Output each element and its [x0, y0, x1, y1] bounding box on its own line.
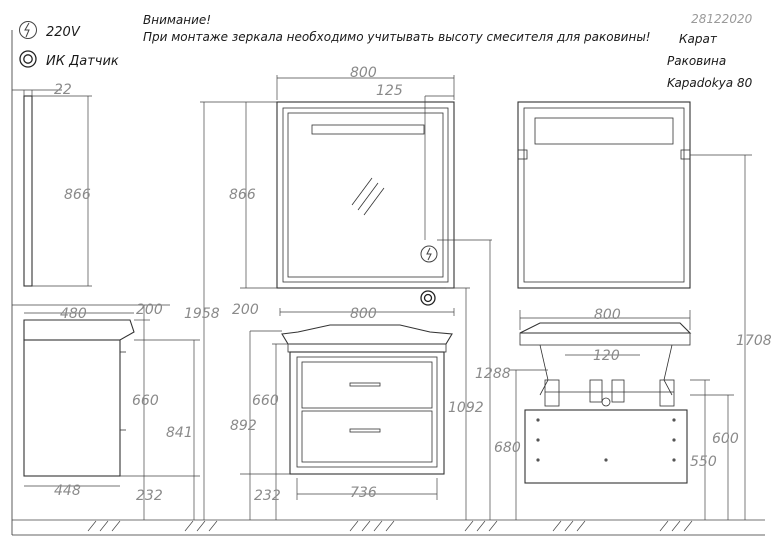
info-line-3: Kapadokya 80	[667, 76, 753, 90]
dim-cabinet-height-front: 660	[252, 393, 279, 409]
warning-note: Внимание! При монтаже зеркала необходимо…	[143, 12, 651, 46]
dim-pipe-height: 1288	[475, 366, 511, 382]
dim-pipe-spacing: 120	[593, 348, 620, 364]
ir-sensor-icon	[18, 49, 38, 73]
dim-sink-thickness-side: 200	[136, 302, 163, 318]
drawing-code: 28122020	[691, 12, 753, 26]
side-mirror	[12, 89, 92, 287]
dim-cabinet-depth-bottom: 448	[54, 483, 81, 499]
dim-socket-height: 1092	[448, 400, 484, 416]
warning-text: При монтаже зеркала необходимо учитывать…	[143, 30, 651, 44]
dim-mirror-depth: 22	[54, 82, 72, 98]
ir-sensor-symbol	[420, 290, 436, 306]
legend-sensor: ИК Датчик	[18, 49, 119, 73]
power-socket-icon	[18, 20, 38, 44]
dim-sink-thickness-front: 200	[232, 302, 259, 318]
floor-hatch	[87, 520, 693, 532]
front-cabinet	[240, 240, 491, 520]
info-block: 28122020 Карат Раковина Kapadokya 80	[667, 10, 752, 94]
dim-total-height-side: 841	[166, 425, 193, 441]
dim-mirror-height-side: 866	[64, 187, 91, 203]
dim-total-height-front: 892	[230, 418, 257, 434]
back-cabinet	[510, 310, 734, 520]
dim-floor-gap-front: 232	[254, 488, 281, 504]
warning-heading: Внимание!	[143, 13, 212, 27]
power-socket-symbol	[420, 239, 492, 263]
dim-back-height-680: 680	[494, 440, 521, 456]
front-mirror	[240, 75, 455, 289]
dim-sink-width-back: 800	[594, 307, 621, 323]
dim-sink-depth: 480	[60, 306, 87, 322]
dim-sink-width-front: 800	[350, 306, 377, 322]
dim-mirror-height-front: 866	[229, 187, 256, 203]
power-label: 220V	[46, 24, 80, 40]
dim-back-height-1708: 1708	[736, 333, 772, 349]
info-line-1: Карат	[679, 32, 717, 46]
dim-mirror-offset: 125	[376, 83, 403, 99]
dim-cabinet-width-front: 736	[350, 485, 377, 501]
dim-cabinet-height-side: 660	[132, 393, 159, 409]
legend-power: 220V	[18, 20, 80, 44]
dim-overall-height: 1958	[184, 306, 220, 322]
dim-floor-gap-side: 232	[136, 488, 163, 504]
info-line-2: Раковина	[667, 54, 727, 68]
back-mirror	[517, 101, 752, 520]
sensor-label: ИК Датчик	[46, 53, 119, 69]
dim-back-height-600: 600	[712, 431, 739, 447]
dim-mirror-width: 800	[350, 65, 377, 81]
side-cabinet	[12, 304, 200, 520]
dim-back-height-550: 550	[690, 454, 717, 470]
